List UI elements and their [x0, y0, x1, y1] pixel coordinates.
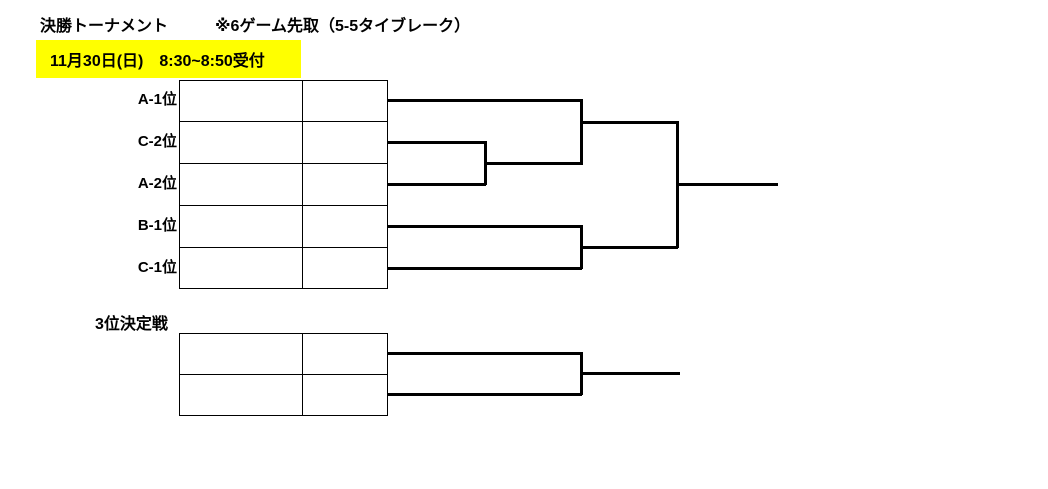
- seed-label-b1: B-1位: [137, 217, 177, 234]
- third-place-line-top: [388, 352, 582, 355]
- table-row-divider: [180, 162, 387, 164]
- bracket-line-seed1: [388, 99, 582, 102]
- schedule-highlight: 11月30日(日) 8:30~8:50受付: [36, 40, 301, 78]
- rules-note: ※6ゲーム先取（5-5タイブレーク）: [215, 18, 471, 35]
- bracket-line-sf2-winner: [580, 246, 678, 249]
- bracket-line-champion: [676, 183, 778, 186]
- table-col-divider: [301, 334, 303, 415]
- table-row-divider: [180, 204, 387, 206]
- third-place-table: [179, 333, 388, 416]
- bracket-join-sf1: [580, 99, 583, 165]
- bracket-line-seed3: [388, 183, 486, 186]
- third-place-title: 3位決定戦: [95, 316, 168, 333]
- seed-label-a1: A-1位: [137, 91, 177, 108]
- schedule-text: 11月30日(日) 8:30~8:50受付: [50, 53, 265, 70]
- main-bracket-table: [179, 80, 388, 289]
- table-row-divider: [180, 120, 387, 122]
- page-title: 決勝トーナメント: [40, 18, 169, 35]
- seed-label-a2: A-2位: [137, 175, 177, 192]
- third-place-line-bottom: [388, 393, 582, 396]
- bracket-line-seed2: [388, 141, 486, 144]
- table-row-divider: [180, 373, 387, 375]
- table-col-divider: [301, 81, 303, 288]
- seed-label-c2: C-2位: [137, 133, 177, 150]
- bracket-line-seed5: [388, 267, 582, 270]
- bracket-line-seed4: [388, 225, 582, 228]
- bracket-line-sf1-winner: [580, 121, 678, 124]
- table-row-divider: [180, 246, 387, 248]
- seed-label-c1: C-1位: [137, 259, 177, 276]
- bracket-line-qf-winner: [484, 162, 582, 165]
- third-place-winner-line: [580, 372, 680, 375]
